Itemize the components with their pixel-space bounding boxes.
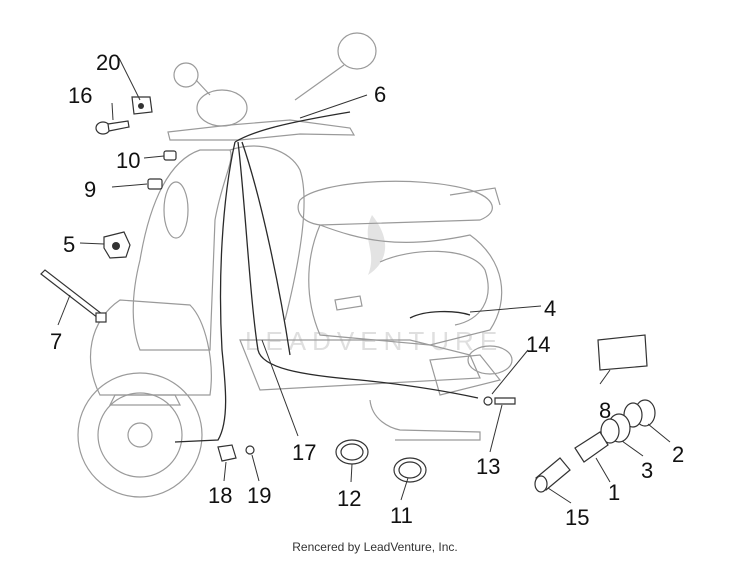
callout-2: 2 <box>672 442 684 467</box>
callout-13: 13 <box>476 454 500 479</box>
callout-20: 20 <box>96 50 120 75</box>
part-19-screw <box>245 445 255 455</box>
callout-8: 8 <box>599 398 611 423</box>
part-13-bolt <box>494 397 516 405</box>
watermark-text: LEADVENTURE <box>245 326 503 356</box>
cable-6 <box>234 111 351 143</box>
part-16-screw <box>95 120 130 135</box>
part-15-fitting <box>534 457 571 493</box>
leader-lines <box>57 57 671 504</box>
callout-12: 12 <box>337 486 361 511</box>
scooter-outline <box>77 32 513 498</box>
part-9-clip <box>147 178 163 190</box>
part-1-tube <box>574 431 609 463</box>
callout-3: 3 <box>641 458 653 483</box>
part-10-clip <box>163 150 177 161</box>
callout-15: 15 <box>565 505 589 530</box>
callout-10: 10 <box>116 148 140 173</box>
part-14-washer <box>483 396 493 406</box>
callout-6: 6 <box>374 82 386 107</box>
part-7-cable-tie <box>40 269 107 323</box>
callout-19: 19 <box>247 483 271 508</box>
part-11-hose-clamp <box>393 457 427 483</box>
footer-credit: Rencered by LeadVenture, Inc. <box>292 540 458 554</box>
cable-17-a <box>174 141 236 443</box>
callout-4: 4 <box>544 296 556 321</box>
cables <box>174 111 479 443</box>
cable-17-b <box>237 141 479 399</box>
watermark-flame-icon <box>367 215 386 275</box>
part-3-connector <box>600 413 631 444</box>
callout-7: 7 <box>50 329 62 354</box>
callout-5: 5 <box>63 232 75 257</box>
part-8-pad <box>597 334 648 371</box>
part-18-cable-clip <box>217 444 237 462</box>
cable-4 <box>409 310 471 319</box>
callout-14: 14 <box>526 332 550 357</box>
cable-front-brake <box>241 141 291 356</box>
callout-11: 11 <box>390 503 413 528</box>
callout-16: 16 <box>68 83 92 108</box>
callouts: 20 16 10 9 5 7 6 4 14 8 2 3 1 15 13 11 1… <box>50 50 684 530</box>
part-5-bracket <box>103 231 131 259</box>
part-12-hose-clamp <box>335 439 369 465</box>
callout-18: 18 <box>208 483 232 508</box>
callout-9: 9 <box>84 177 96 202</box>
callout-1: 1 <box>608 480 620 505</box>
callout-17: 17 <box>292 440 316 465</box>
part-20-clip-nut <box>131 96 153 115</box>
